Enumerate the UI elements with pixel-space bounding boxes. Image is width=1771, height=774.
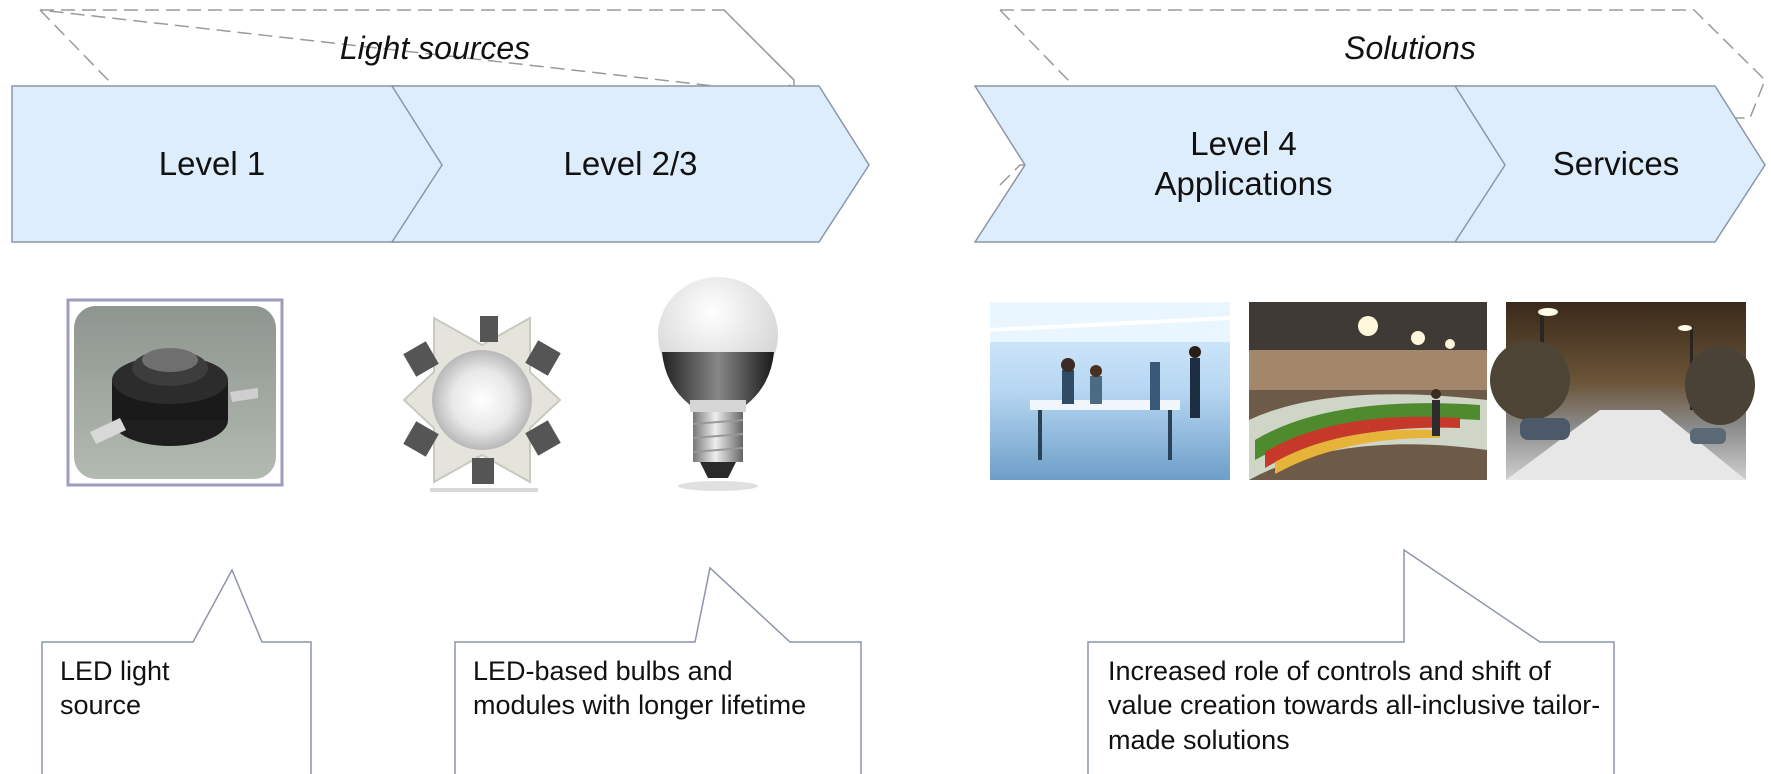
chevron-level-2-3-label: Level 2/3 <box>563 145 698 183</box>
light-sources-title: Light sources <box>339 30 531 66</box>
callout-bulbs-box <box>454 566 862 774</box>
chevron-services-label: Services <box>1552 145 1680 183</box>
chevron-level-1-label: Level 1 <box>158 145 266 183</box>
callout-controls-box <box>1087 548 1615 774</box>
light-sources-group-outline-right <box>723 9 796 93</box>
office-lighting-image <box>989 302 1231 480</box>
street-lighting-image <box>1490 302 1755 480</box>
solutions-title: Solutions <box>1344 30 1476 66</box>
retail-lighting-image <box>1249 302 1487 480</box>
chevron-level-4-label: Level 4 Applications <box>1154 125 1333 202</box>
led-bulb-image <box>658 277 778 491</box>
callout-led-box <box>41 568 312 774</box>
callout-led-text: LED light source <box>60 656 170 721</box>
light-sources-group-outline-left <box>39 9 111 83</box>
solutions-group-outline-top <box>1000 9 1766 119</box>
solutions-group-outline <box>999 9 1071 83</box>
led-star-module-image <box>402 316 562 492</box>
led-component-image <box>66 298 284 487</box>
chevron-services <box>1453 85 1766 243</box>
callout-bulbs-text: LED-based bulbs and modules with longer … <box>473 656 807 721</box>
light-sources-group-outline <box>39 9 795 96</box>
chevron-level-2-3 <box>390 85 870 243</box>
callout-controls-text: Increased role of controls and shift of … <box>1108 656 1601 755</box>
